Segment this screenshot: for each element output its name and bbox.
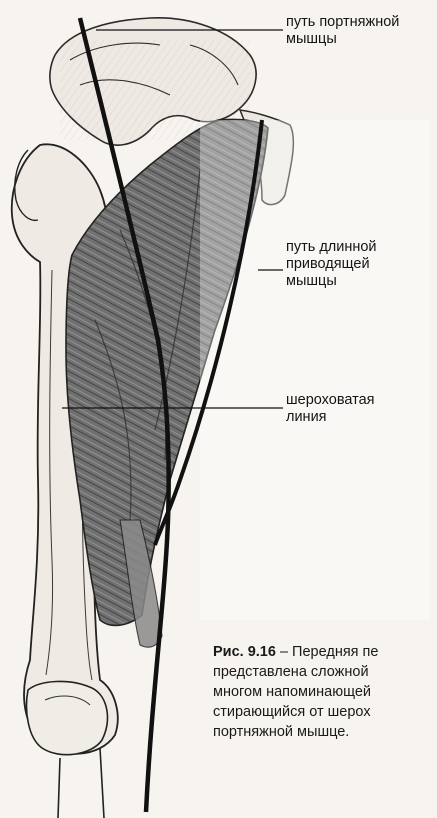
label-line: приводящей xyxy=(286,256,377,273)
label-sartorius-path: путь портняжной мышцы xyxy=(286,14,399,48)
caption-line: Рис. 9.16 – Передняя пе xyxy=(213,642,437,662)
label-line: линия xyxy=(286,409,375,426)
caption-line: представлена сложной xyxy=(213,662,437,682)
label-line: мышцы xyxy=(286,31,399,48)
figure-number: Рис. 9.16 xyxy=(213,644,276,660)
caption-line: многом напоминающей xyxy=(213,682,437,702)
label-adductor-longus-path: путь длинной приводящей мышцы xyxy=(286,239,377,290)
figure-caption: Рис. 9.16 – Передняя пе представлена сло… xyxy=(213,642,437,742)
caption-line: стирающийся от шерох xyxy=(213,702,437,722)
caption-line: портняжной мышце. xyxy=(213,722,437,742)
knee-condyle xyxy=(27,681,108,754)
label-line: путь длинной xyxy=(286,239,377,256)
label-linea-aspera: шероховатая линия xyxy=(286,392,375,426)
label-line: мышцы xyxy=(286,273,377,290)
caption-text: – Передняя пе xyxy=(276,644,379,660)
label-line: путь портняжной xyxy=(286,14,399,31)
label-line: шероховатая xyxy=(286,392,375,409)
